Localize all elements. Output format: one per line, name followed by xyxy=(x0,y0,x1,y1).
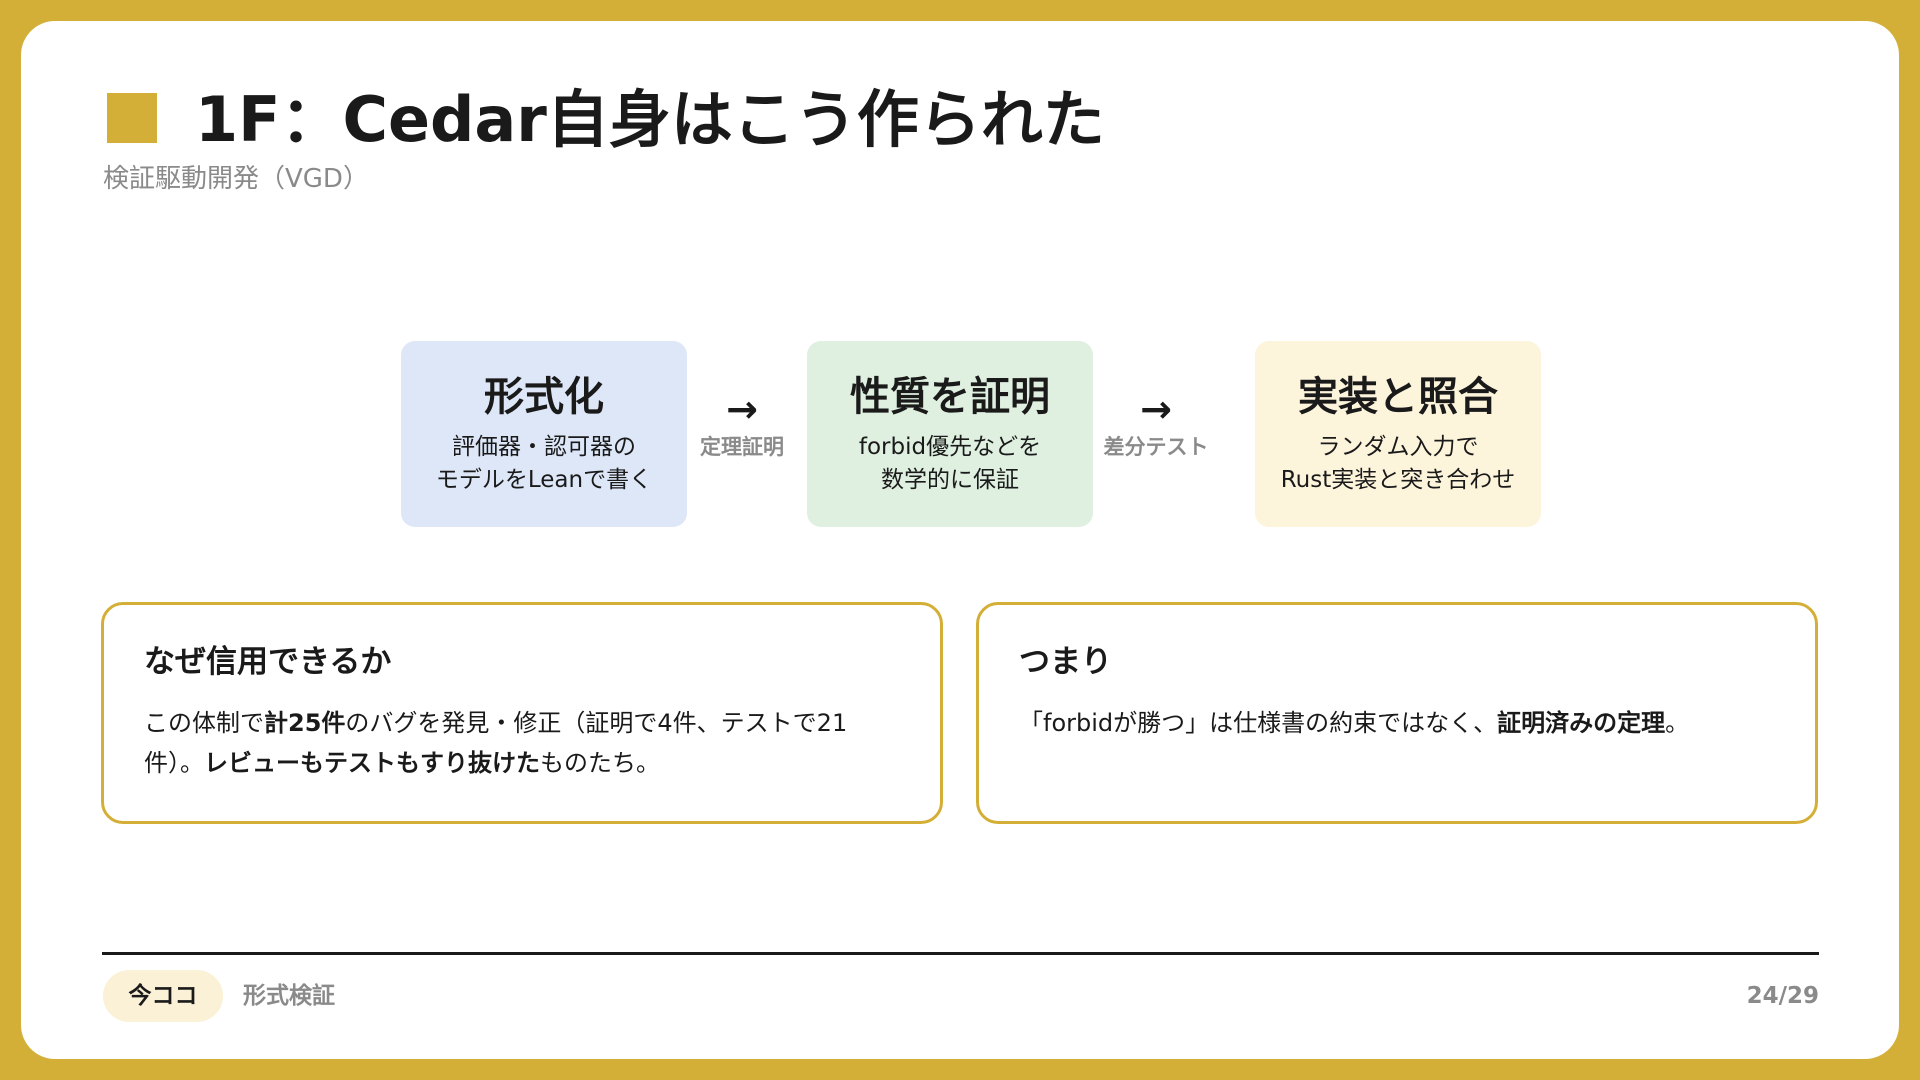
step-description-line: forbid優先などを xyxy=(858,434,1042,460)
card-body: 「forbidが勝つ」は仕様書の約束ではなく、証明済みの定理。 xyxy=(1019,704,1775,744)
arrow-label: 定理証明 xyxy=(700,434,784,459)
card-emphasis: 証明済みの定理 xyxy=(1497,709,1666,738)
card-title: つまり xyxy=(1019,644,1112,680)
step-description-line: モデルをLeanで書く xyxy=(435,467,653,494)
step-description-line: Rust実装と突き合わせ xyxy=(1280,467,1516,494)
slide: 1F：Cedar自身はこう作られた 検証駆動開発（VGD） 形式化 評価器・認可… xyxy=(21,21,1899,1059)
footer-divider xyxy=(102,952,1819,955)
current-position-badge: 今ココ xyxy=(103,970,223,1022)
card-text: 。 xyxy=(1665,709,1690,738)
section-label: 形式検証 xyxy=(243,983,335,1009)
step-description-line: ランダム入力で xyxy=(1317,434,1479,460)
step-description: forbid優先などを 数学的に保証 xyxy=(807,431,1093,498)
step-title: 実装と照合 xyxy=(1298,374,1498,420)
step-prove-properties: 性質を証明 forbid優先などを 数学的に保証 xyxy=(807,341,1093,527)
step-description: ランダム入力で Rust実装と突き合わせ xyxy=(1255,431,1541,498)
card-emphasis: 計25件 xyxy=(264,709,346,738)
step-formalize: 形式化 評価器・認可器の モデルをLeanで書く xyxy=(401,341,687,527)
step-description: 評価器・認可器の モデルをLeanで書く xyxy=(401,431,687,498)
card-text: この体制で xyxy=(144,709,264,738)
card-in-short: つまり 「forbidが勝つ」は仕様書の約束ではなく、証明済みの定理。 xyxy=(976,602,1818,824)
right-arrow-icon: → xyxy=(1140,387,1172,431)
card-why-trust: なぜ信用できるか この体制で計25件のバグを発見・修正（証明で4件、テストで21… xyxy=(101,602,943,824)
step-description-line: 数学的に保証 xyxy=(881,467,1019,494)
card-body: この体制で計25件のバグを発見・修正（証明で4件、テストで21件）。レビューもテ… xyxy=(144,704,900,783)
arrow-label: 差分テスト xyxy=(1103,434,1209,459)
card-text: ものたち。 xyxy=(540,748,660,777)
page-title: 1F：Cedar自身はこう作られた xyxy=(195,83,1105,156)
flow-arrow-difftest: → 差分テスト xyxy=(1101,387,1211,462)
title-marker xyxy=(107,93,157,143)
step-title: 形式化 xyxy=(484,374,604,420)
step-verify-implementation: 実装と照合 ランダム入力で Rust実装と突き合わせ xyxy=(1255,341,1541,527)
process-flow: 形式化 評価器・認可器の モデルをLeanで書く → 定理証明 性質を証明 fo… xyxy=(401,341,1541,527)
page-subtitle: 検証駆動開発（VGD） xyxy=(103,164,369,194)
right-arrow-icon: → xyxy=(726,387,758,431)
step-description-line: 評価器・認可器の xyxy=(452,434,636,460)
card-text: 「forbidが勝つ」は仕様書の約束ではなく、 xyxy=(1019,709,1498,738)
card-emphasis: レビューもテストもすり抜けた xyxy=(204,748,540,777)
card-text: のバグを発見・修正（証明で4件、テストで21件）。 xyxy=(144,709,848,777)
step-title: 性質を証明 xyxy=(850,374,1050,420)
card-title: なぜ信用できるか xyxy=(144,644,392,680)
flow-arrow-theorem: → 定理証明 xyxy=(687,387,797,462)
page-number: 24/29 xyxy=(1746,983,1819,1009)
